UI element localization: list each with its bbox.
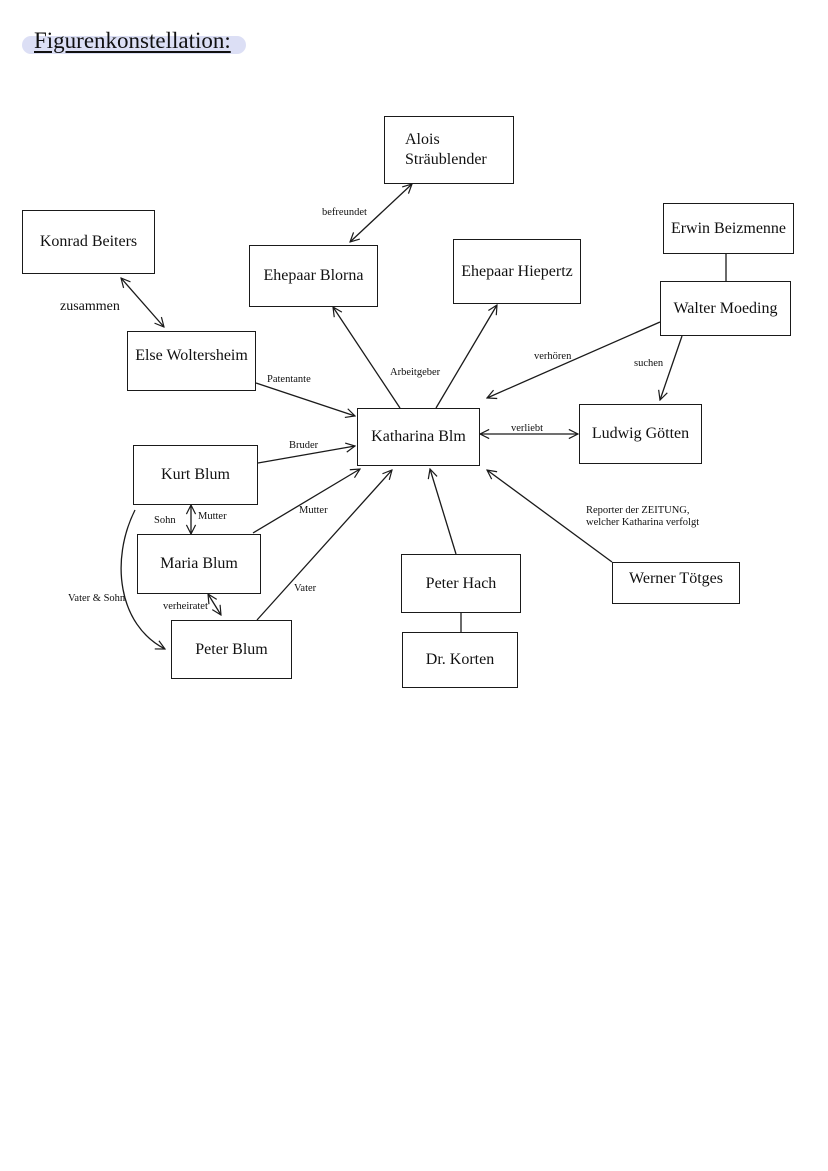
node-label: Alois Sträublender: [405, 131, 487, 168]
node-erwin-beizmenne: Erwin Beizmenne: [663, 203, 794, 254]
edge-arbeitgeber-hiepertz: [435, 305, 497, 409]
node-label: Erwin Beizmenne: [670, 219, 787, 237]
edge-suchen: [660, 335, 683, 400]
node-werner-toetges: Werner Tötges: [612, 562, 740, 604]
node-label: Katharina Blm: [371, 428, 466, 445]
title-highlight: [22, 36, 246, 54]
edge-bruder: [257, 446, 355, 464]
label-zusammen: zusammen: [60, 299, 120, 314]
node-label: Peter Blum: [195, 640, 268, 658]
label-sohn: Sohn: [154, 515, 176, 526]
page-title-wrap: Figurenkonstellation:: [22, 28, 246, 54]
label-patentante: Patentante: [267, 374, 311, 385]
node-ludwig-goetten: Ludwig Götten: [579, 404, 702, 464]
node-peter-blum: Peter Blum: [171, 620, 292, 679]
edge-verhoeren: [487, 321, 661, 398]
node-label: Kurt Blum: [161, 466, 230, 483]
edge-reporter: [487, 470, 613, 563]
label-verhoeren: verhören: [534, 351, 572, 362]
label-vater: Vater: [294, 583, 317, 594]
node-else-woltersheim: Else Woltersheim: [127, 331, 256, 391]
node-label: Peter Hach: [425, 574, 497, 592]
node-label: Maria Blum: [160, 555, 238, 572]
label-mutter-katharina: Mutter: [299, 505, 328, 516]
label-bruder: Bruder: [289, 440, 319, 451]
edge-patentante: [255, 382, 355, 416]
node-ehepaar-hiepertz: Ehepaar Hiepertz: [453, 239, 581, 304]
edge-hach: [430, 469, 457, 555]
label-befreundet: befreundet: [322, 207, 367, 218]
node-walter-moeding: Walter Moeding: [660, 281, 791, 336]
label-vater-sohn: Vater & Sohn: [68, 593, 126, 604]
node-label: Konrad Beiters: [39, 233, 138, 250]
label-reporter: Reporter der ZEITUNG, welcher Katharina …: [586, 505, 700, 528]
edge-vater-sohn: [120, 509, 165, 649]
label-verheiratet: verheiratet: [163, 601, 208, 612]
edge-zusammen: [121, 278, 164, 327]
node-label: Werner Tötges: [629, 570, 723, 587]
edge-verheiratet: [208, 594, 221, 615]
label-mutter-kurt: Mutter: [198, 511, 227, 522]
node-label: Ehepaar Hiepertz: [461, 262, 573, 280]
node-label: Walter Moeding: [673, 299, 778, 317]
label-verliebt: verliebt: [511, 423, 544, 434]
node-katharina-blm: Katharina Blm: [357, 408, 480, 466]
node-label: Ehepaar Blorna: [263, 267, 364, 284]
label-suchen: suchen: [634, 358, 664, 369]
node-ehepaar-blorna: Ehepaar Blorna: [249, 245, 378, 307]
page-title: Figurenkonstellation:: [34, 28, 231, 53]
node-peter-hach: Peter Hach: [401, 554, 521, 613]
edge-befreundet: [350, 184, 412, 242]
node-maria-blum: Maria Blum: [137, 534, 261, 594]
node-label: Ludwig Götten: [591, 425, 690, 442]
edge-vater: [256, 470, 392, 621]
node-kurt-blum: Kurt Blum: [133, 445, 258, 505]
edge-mutter-katharina: [252, 469, 360, 534]
node-konrad-beiters: Konrad Beiters: [22, 210, 155, 274]
node-dr-korten: Dr. Korten: [402, 632, 518, 688]
label-arbeitgeber: Arbeitgeber: [390, 367, 441, 378]
node-label: Else Woltersheim: [135, 347, 248, 364]
node-alois-straeublender: Alois Sträublender: [384, 116, 514, 184]
node-label: Dr. Korten: [425, 651, 495, 668]
edge-arbeitgeber-blorna: [333, 307, 401, 409]
